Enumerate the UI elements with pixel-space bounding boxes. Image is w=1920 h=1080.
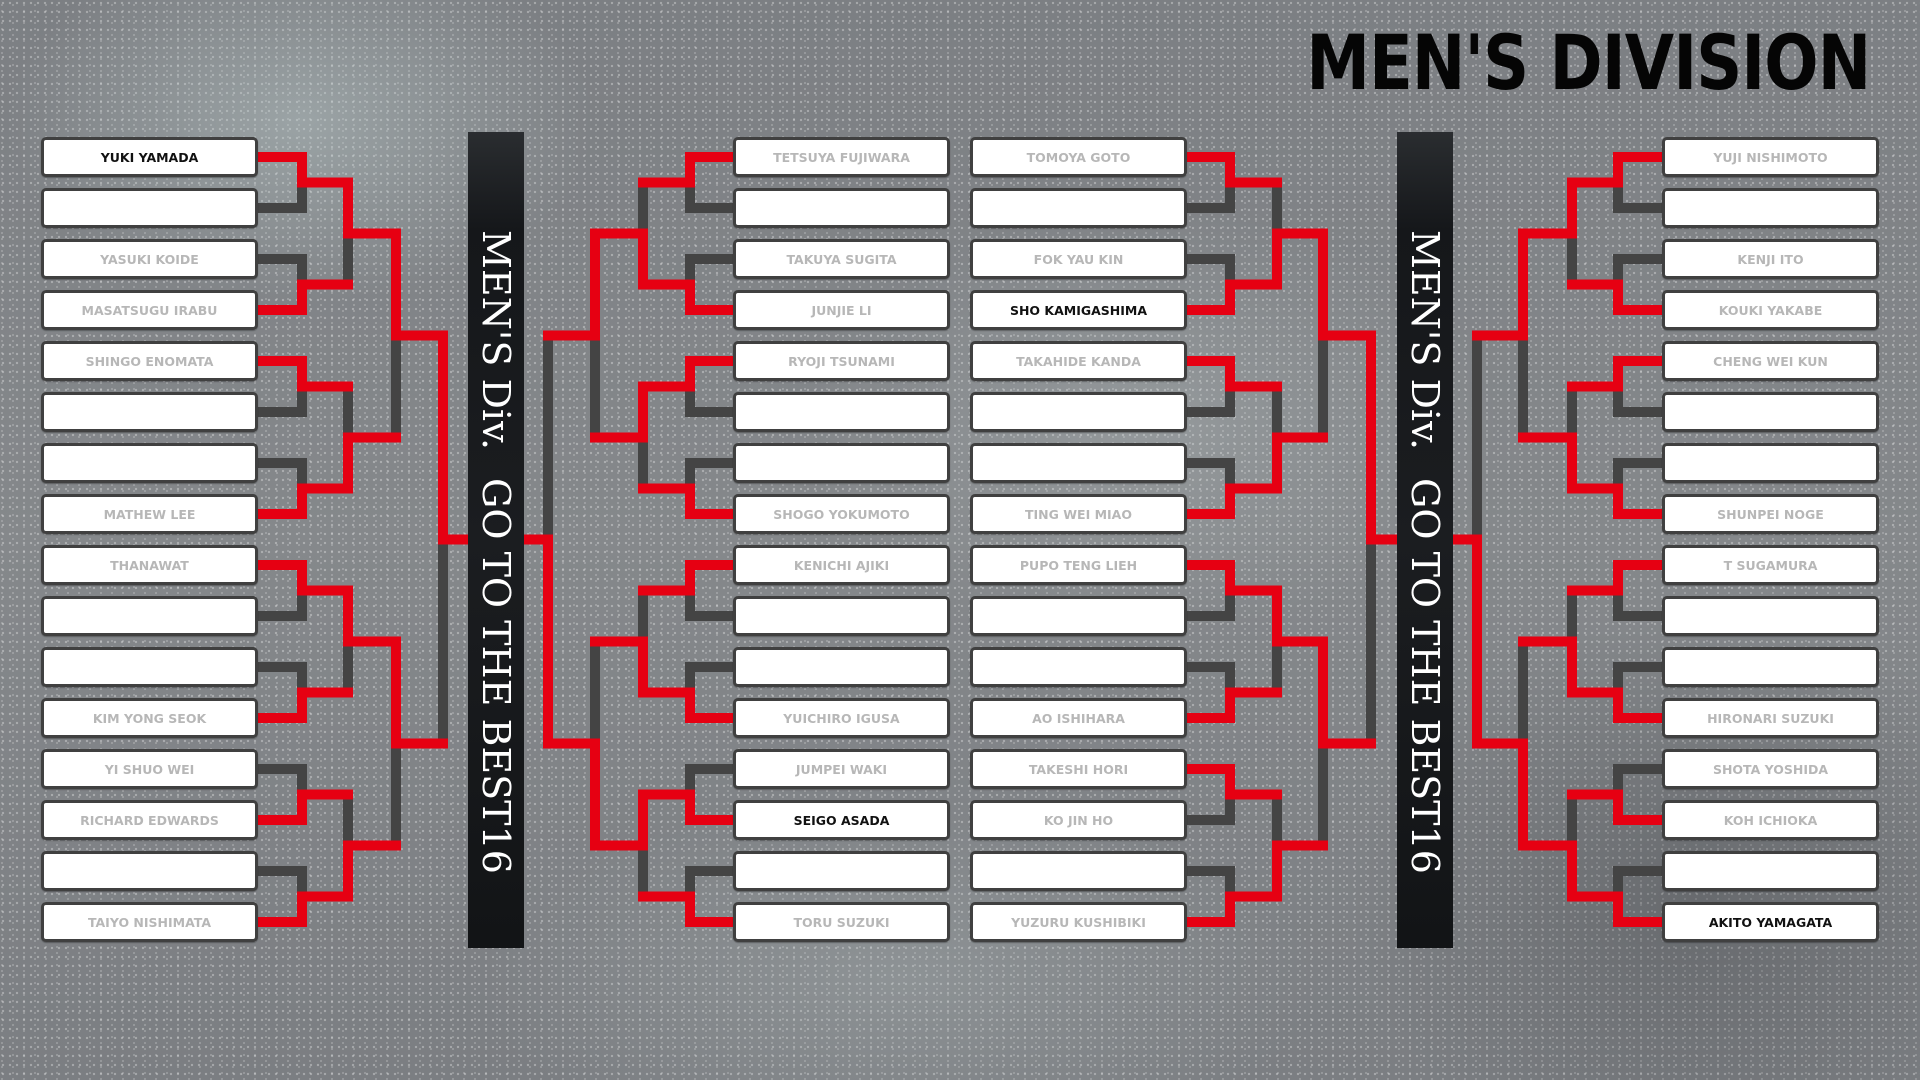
- player-slot[interactable]: RYOJI TSUNAMI: [733, 341, 950, 381]
- bracket-banner-right: MEN'S Div. GO TO THE BEST16: [1397, 132, 1453, 948]
- empty-player-slot[interactable]: [970, 851, 1187, 891]
- empty-player-slot[interactable]: [1662, 188, 1879, 228]
- player-slot[interactable]: SHOGO YOKUMOTO: [733, 494, 950, 534]
- player-slot[interactable]: JUMPEI WAKI: [733, 749, 950, 789]
- empty-player-slot[interactable]: [733, 188, 950, 228]
- player-slot[interactable]: SHO KAMIGASHIMA: [970, 290, 1187, 330]
- player-slot[interactable]: HIRONARI SUZUKI: [1662, 698, 1879, 738]
- empty-player-slot[interactable]: [41, 188, 258, 228]
- player-slot[interactable]: JUNJIE LI: [733, 290, 950, 330]
- player-slot[interactable]: KOH ICHIOKA: [1662, 800, 1879, 840]
- player-slot[interactable]: CHENG WEI KUN: [1662, 341, 1879, 381]
- player-slot[interactable]: TAIYO NISHIMATA: [41, 902, 258, 942]
- player-slot[interactable]: KOUKI YAKABE: [1662, 290, 1879, 330]
- player-slot[interactable]: TAKAHIDE KANDA: [970, 341, 1187, 381]
- player-slot[interactable]: YUJI NISHIMOTO: [1662, 137, 1879, 177]
- empty-player-slot[interactable]: [733, 596, 950, 636]
- empty-player-slot[interactable]: [1662, 443, 1879, 483]
- player-slot[interactable]: TAKESHI HORI: [970, 749, 1187, 789]
- empty-player-slot[interactable]: [41, 443, 258, 483]
- empty-player-slot[interactable]: [41, 647, 258, 687]
- empty-player-slot[interactable]: [1662, 647, 1879, 687]
- player-slot[interactable]: SHOTA YOSHIDA: [1662, 749, 1879, 789]
- banner-division-label: MEN'S Div.: [1403, 230, 1447, 451]
- player-slot[interactable]: YUKI YAMADA: [41, 137, 258, 177]
- player-slot[interactable]: YUZURU KUSHIBIKI: [970, 902, 1187, 942]
- player-slot[interactable]: AKITO YAMAGATA: [1662, 902, 1879, 942]
- empty-player-slot[interactable]: [733, 392, 950, 432]
- empty-player-slot[interactable]: [970, 392, 1187, 432]
- page-title: MEN'S DIVISION: [1306, 18, 1871, 107]
- player-slot[interactable]: SHINGO ENOMATA: [41, 341, 258, 381]
- player-slot[interactable]: SHUNPEI NOGE: [1662, 494, 1879, 534]
- player-slot[interactable]: KENJI ITO: [1662, 239, 1879, 279]
- player-slot[interactable]: SEIGO ASADA: [733, 800, 950, 840]
- banner-goal-label: GO TO THE BEST16: [1403, 478, 1447, 874]
- empty-player-slot[interactable]: [1662, 392, 1879, 432]
- player-slot[interactable]: TAKUYA SUGITA: [733, 239, 950, 279]
- player-slot[interactable]: PUPO TENG LIEH: [970, 545, 1187, 585]
- player-slot[interactable]: THANAWAT: [41, 545, 258, 585]
- player-slot[interactable]: TING WEI MIAO: [970, 494, 1187, 534]
- player-slot[interactable]: MATHEW LEE: [41, 494, 258, 534]
- empty-player-slot[interactable]: [733, 443, 950, 483]
- banner-division-label: MEN'S Div.: [474, 230, 518, 451]
- player-slot[interactable]: TORU SUZUKI: [733, 902, 950, 942]
- player-slot[interactable]: YI SHUO WEI: [41, 749, 258, 789]
- player-slot[interactable]: MASATSUGU IRABU: [41, 290, 258, 330]
- empty-player-slot[interactable]: [41, 851, 258, 891]
- empty-player-slot[interactable]: [733, 851, 950, 891]
- player-slot[interactable]: AO ISHIHARA: [970, 698, 1187, 738]
- player-slot[interactable]: KENICHI AJIKI: [733, 545, 950, 585]
- empty-player-slot[interactable]: [733, 647, 950, 687]
- player-slot[interactable]: YASUKI KOIDE: [41, 239, 258, 279]
- empty-player-slot[interactable]: [41, 392, 258, 432]
- empty-player-slot[interactable]: [970, 596, 1187, 636]
- bracket-banner-left: MEN'S Div. GO TO THE BEST16: [468, 132, 524, 948]
- player-slot[interactable]: YUICHIRO IGUSA: [733, 698, 950, 738]
- player-slot[interactable]: T SUGAMURA: [1662, 545, 1879, 585]
- empty-player-slot[interactable]: [970, 443, 1187, 483]
- empty-player-slot[interactable]: [41, 596, 258, 636]
- player-slot[interactable]: FOK YAU KIN: [970, 239, 1187, 279]
- empty-player-slot[interactable]: [970, 188, 1187, 228]
- banner-goal-label: GO TO THE BEST16: [474, 478, 518, 874]
- player-slot[interactable]: KO JIN HO: [970, 800, 1187, 840]
- empty-player-slot[interactable]: [1662, 596, 1879, 636]
- player-slot[interactable]: KIM YONG SEOK: [41, 698, 258, 738]
- player-slot[interactable]: TOMOYA GOTO: [970, 137, 1187, 177]
- empty-player-slot[interactable]: [1662, 851, 1879, 891]
- empty-player-slot[interactable]: [970, 647, 1187, 687]
- player-slot[interactable]: RICHARD EDWARDS: [41, 800, 258, 840]
- player-slot[interactable]: TETSUYA FUJIWARA: [733, 137, 950, 177]
